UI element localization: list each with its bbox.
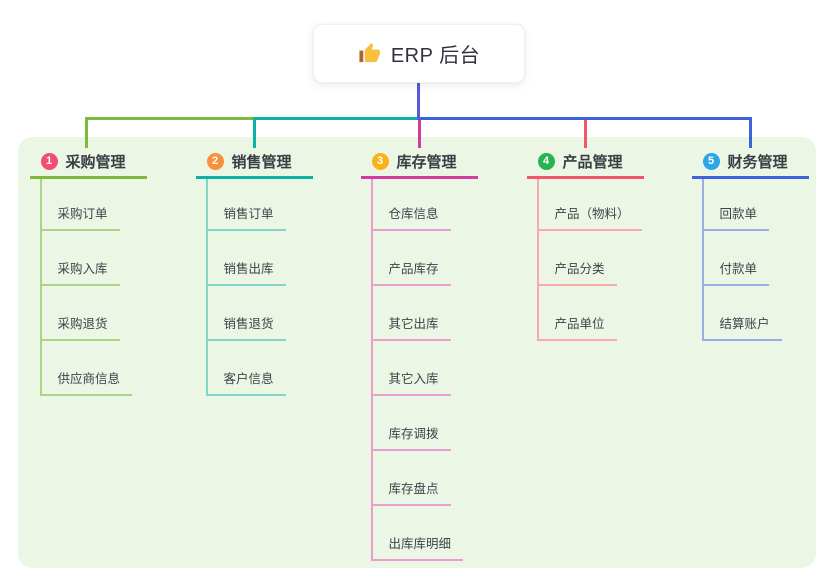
child-node[interactable]: 采购订单 <box>41 203 120 231</box>
child-node[interactable]: 结算账户 <box>703 313 782 341</box>
child-node-row: 出库库明细 <box>372 506 478 561</box>
child-node[interactable]: 产品分类 <box>538 258 617 286</box>
branch-number-badge: 3 <box>371 152 389 170</box>
branch-1: 1 采购管理采购订单采购入库采购退货供应商信息 <box>29 146 147 396</box>
branch-node[interactable]: 2 销售管理 <box>195 146 313 179</box>
child-node-row: 库存调拨 <box>372 396 478 451</box>
root-node[interactable]: ERP 后台 <box>313 24 525 83</box>
group-panel <box>18 137 816 568</box>
child-node[interactable]: 销售出库 <box>207 258 286 286</box>
child-node[interactable]: 销售订单 <box>207 203 286 231</box>
branch-5: 5 财务管理回款单付款单结算账户 <box>691 146 809 341</box>
branch-node[interactable]: 5 财务管理 <box>691 146 809 179</box>
child-node[interactable]: 供应商信息 <box>41 368 133 396</box>
branch-children: 销售订单销售出库销售退货客户信息 <box>205 179 313 396</box>
child-node[interactable]: 采购入库 <box>41 258 120 286</box>
child-node-row: 采购退货 <box>41 286 147 341</box>
child-node-row: 回款单 <box>703 179 809 231</box>
branch-children: 采购订单采购入库采购退货供应商信息 <box>39 179 147 396</box>
branch-children: 仓库信息产品库存其它出库其它入库库存调拨库存盘点出库库明细 <box>370 179 478 561</box>
branch-node-label: 产品管理 <box>562 153 623 171</box>
child-node-row: 仓库信息 <box>372 179 478 231</box>
child-node-row: 销售订单 <box>207 179 313 231</box>
child-node[interactable]: 库存调拨 <box>372 423 451 451</box>
child-node[interactable]: 产品库存 <box>372 258 451 286</box>
branch-2: 2 销售管理销售订单销售出库销售退货客户信息 <box>195 146 313 396</box>
branch-number-badge: 1 <box>40 152 58 170</box>
branch-node[interactable]: 1 采购管理 <box>29 146 147 179</box>
connector-branch3-drop <box>417 120 421 148</box>
child-node[interactable]: 销售退货 <box>207 313 286 341</box>
child-node[interactable]: 其它出库 <box>372 313 451 341</box>
child-node[interactable]: 产品单位 <box>538 313 617 341</box>
branch-node-label: 销售管理 <box>231 153 292 171</box>
connector-branch5-drop <box>748 117 752 148</box>
child-node-row: 产品（物料） <box>538 179 644 231</box>
child-node[interactable]: 其它入库 <box>372 368 451 396</box>
branch-node-label: 财务管理 <box>727 153 788 171</box>
branch-node-label: 采购管理 <box>65 153 126 171</box>
child-node-row: 销售出库 <box>207 231 313 286</box>
branch-children: 产品（物料） 产品分类产品单位 <box>536 179 644 341</box>
child-node-row: 结算账户 <box>703 286 809 341</box>
branch-number-badge: 4 <box>537 152 555 170</box>
branch-children: 回款单付款单结算账户 <box>701 179 809 341</box>
connector-horizontal-mid <box>253 117 419 120</box>
branch-number-badge: 2 <box>206 152 224 170</box>
child-node-row: 其它出库 <box>372 286 478 341</box>
thumbs-up-icon <box>358 42 381 65</box>
child-node-row: 付款单 <box>703 231 809 286</box>
branch-number-badge: 5 <box>702 152 720 170</box>
connector-branch2-drop <box>252 117 256 148</box>
connector-horizontal-right <box>417 117 752 120</box>
branch-4: 4 产品管理产品（物料） 产品分类产品单位 <box>526 146 644 341</box>
child-node[interactable]: 产品（物料） <box>538 203 642 231</box>
child-node-row: 采购入库 <box>41 231 147 286</box>
child-node[interactable]: 回款单 <box>703 203 770 231</box>
branch-node-label: 库存管理 <box>396 153 457 171</box>
root-node-label: ERP 后台 <box>390 45 481 67</box>
connector-horizontal-left <box>86 117 254 120</box>
child-node-row: 其它入库 <box>372 341 478 396</box>
child-node-row: 采购订单 <box>41 179 147 231</box>
child-node[interactable]: 采购退货 <box>41 313 120 341</box>
child-node-row: 供应商信息 <box>41 341 147 396</box>
child-node-row: 库存盘点 <box>372 451 478 506</box>
child-node-row: 产品库存 <box>372 231 478 286</box>
child-node-row: 客户信息 <box>207 341 313 396</box>
child-node[interactable]: 库存盘点 <box>372 478 451 506</box>
child-node-row: 产品单位 <box>538 286 644 341</box>
child-node[interactable]: 仓库信息 <box>372 203 451 231</box>
connector-branch1-drop <box>85 117 88 148</box>
child-node-row: 产品分类 <box>538 231 644 286</box>
child-node[interactable]: 出库库明细 <box>372 533 464 561</box>
child-node[interactable]: 客户信息 <box>207 368 286 396</box>
child-node-row: 销售退货 <box>207 286 313 341</box>
child-node[interactable]: 付款单 <box>703 258 770 286</box>
branch-node[interactable]: 3 库存管理 <box>360 146 478 179</box>
branch-3: 3 库存管理仓库信息产品库存其它出库其它入库库存调拨库存盘点出库库明细 <box>360 146 478 561</box>
connector-branch4-drop <box>583 120 587 148</box>
branch-node[interactable]: 4 产品管理 <box>526 146 644 179</box>
connector-root-stem <box>416 81 420 118</box>
